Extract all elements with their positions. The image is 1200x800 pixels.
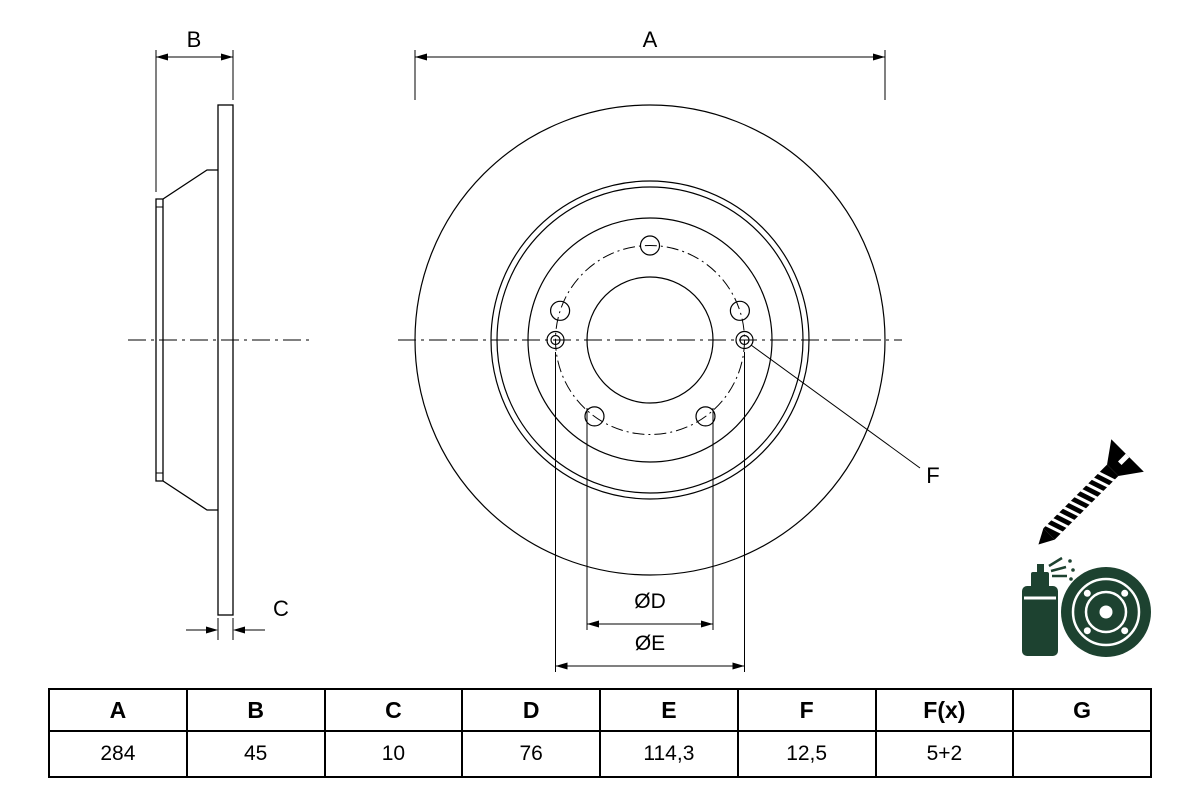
fixing-hole <box>735 330 754 350</box>
dim-label-E: ØE <box>635 632 665 655</box>
table-header-cell-Fx: F(x) <box>874 688 1015 732</box>
dim-label-A: A <box>643 27 658 52</box>
dimension-E <box>555 352 745 672</box>
brake-disc-icon <box>1061 567 1151 657</box>
fixing-hole <box>550 334 561 346</box>
table-header-cell-G: G <box>1012 688 1152 732</box>
table-header-cell-B: B <box>185 688 326 732</box>
table-header-row: A B C D E F F(x) G <box>48 688 1152 732</box>
bolt-hole <box>729 300 751 321</box>
dimension-C <box>186 618 265 640</box>
bolt-hole <box>584 406 605 427</box>
table-header-cell-D: D <box>461 688 601 732</box>
drawing-canvas: A B C ØD <box>128 27 1151 672</box>
fixing-hole <box>546 330 565 350</box>
front-view <box>414 104 886 576</box>
table-value-cell-F: 12,5 <box>736 730 877 778</box>
bolt-circle <box>555 245 745 435</box>
bolt-hole <box>695 406 716 427</box>
dimension-table: A B C D E F F(x) G 284 45 10 76 114,3 12… <box>48 688 1152 778</box>
side-view <box>155 104 234 616</box>
dimension-A <box>414 50 886 100</box>
screw-icon <box>1038 439 1144 545</box>
dimension-D <box>586 408 714 630</box>
dim-label-C: C <box>273 596 289 621</box>
center-bore <box>586 276 714 404</box>
spray-burst-icon <box>1048 556 1067 578</box>
leader-F <box>750 344 921 469</box>
dimension-B <box>155 50 234 192</box>
table-value-cell-A: 284 <box>48 730 188 778</box>
table-header-cell-C: C <box>323 688 464 732</box>
dim-label-D: ØD <box>634 590 666 613</box>
fixing-hole <box>739 334 750 346</box>
table-value-cell-E: 114,3 <box>599 730 739 778</box>
table-value-cell-G <box>1012 730 1152 778</box>
dim-label-F: F <box>926 463 939 488</box>
spray-can-icon <box>1022 556 1075 656</box>
bolt-hole <box>639 235 661 256</box>
dim-label-B: B <box>187 27 202 52</box>
table-value-cell-D: 76 <box>461 730 601 778</box>
table-value-cell-C: 10 <box>323 730 464 778</box>
table-header-cell-A: A <box>48 688 188 732</box>
table-value-cell-B: 45 <box>185 730 326 778</box>
bolt-hole <box>549 300 571 321</box>
table-value-row: 284 45 10 76 114,3 12,5 5+2 <box>48 730 1152 778</box>
table-header-cell-E: E <box>599 688 739 732</box>
table-value-cell-Fx: 5+2 <box>874 730 1015 778</box>
table-header-cell-F: F <box>736 688 877 732</box>
